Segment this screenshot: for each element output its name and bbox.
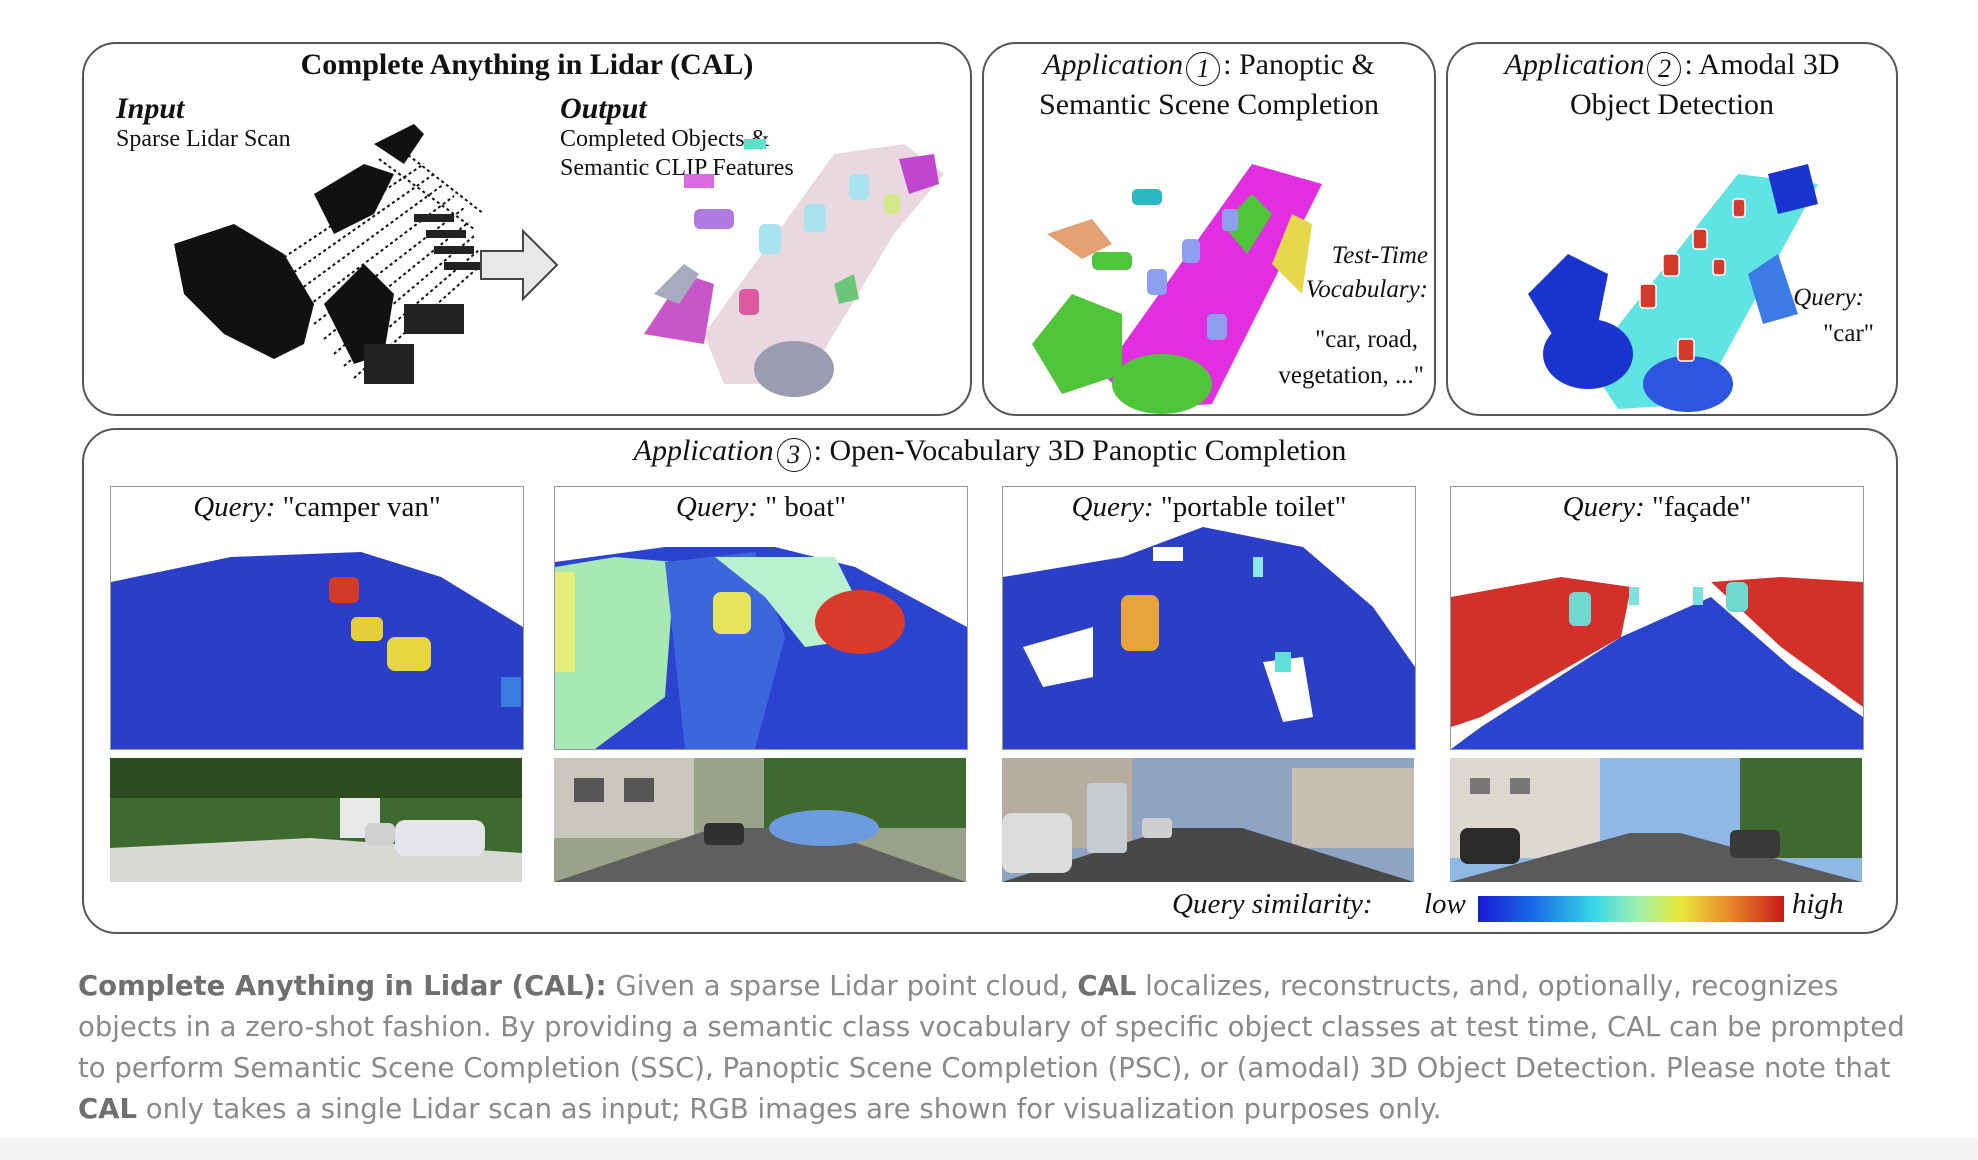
query-value-portable-toilet: "portable toilet" bbox=[1160, 491, 1347, 523]
query-render-camper-van: Query: "camper van" bbox=[110, 486, 524, 750]
app1-vocab-heading-2: Vocabulary: bbox=[1305, 276, 1428, 303]
output-desc-1: Completed Objects & bbox=[560, 126, 770, 152]
query-prefix: Query: bbox=[675, 491, 759, 523]
app1-title-line2: Semantic Scene Completion bbox=[1039, 88, 1379, 121]
caption-text-1: Given a sparse Lidar point cloud, bbox=[606, 970, 1078, 1002]
caption-text-2: localizes, reconstructs, and, optionally… bbox=[78, 970, 1905, 1084]
completed-objects-image bbox=[644, 139, 944, 397]
app2-title-line2: Object Detection bbox=[1569, 88, 1775, 121]
input-desc: Sparse Lidar Scan bbox=[116, 126, 291, 152]
cal-panel: Complete Anything in Lidar (CAL) Input S… bbox=[82, 42, 972, 416]
app2-prefix: Application bbox=[1504, 48, 1645, 81]
query-label-boat: Query: " boat" bbox=[555, 491, 967, 524]
app3-prefix: Application bbox=[633, 434, 774, 467]
app3-number-badge: 3 bbox=[776, 438, 811, 472]
output-heading: Output bbox=[560, 92, 647, 125]
rgb-image-camper-van bbox=[110, 758, 522, 882]
query-prefix: Query: bbox=[1071, 491, 1154, 523]
caption-text-3: only takes a single Lidar scan as input;… bbox=[137, 1093, 1442, 1125]
query-render-boat: Query: " boat" bbox=[554, 486, 968, 750]
app1-prefix: Application bbox=[1043, 48, 1184, 81]
input-heading: Input bbox=[116, 92, 185, 125]
query-render-facade: Query: "façade" bbox=[1450, 486, 1864, 750]
rgb-image-facade bbox=[1450, 758, 1862, 882]
app3-title: : Open-Vocabulary 3D Panoptic Completion bbox=[813, 434, 1347, 467]
app1-vocab-list-2: vegetation, ..." bbox=[1278, 362, 1424, 389]
app2-query-heading: Query: bbox=[1793, 284, 1864, 311]
query-label-camper-van: Query: "camper van" bbox=[111, 491, 523, 524]
app1-vocab-heading-1: Test-Time bbox=[1331, 242, 1428, 269]
caption-bold-1: Complete Anything in Lidar (CAL): bbox=[78, 970, 607, 1002]
caption-bold-2: CAL bbox=[1077, 970, 1137, 1002]
caption-bold-3: CAL bbox=[78, 1093, 137, 1125]
query-label-portable-toilet: Query: "portable toilet" bbox=[1003, 491, 1415, 524]
output-desc-2: Semantic CLIP Features bbox=[560, 155, 794, 181]
query-value-facade: "façade" bbox=[1652, 491, 1752, 523]
rgb-image-boat bbox=[554, 758, 966, 882]
query-value-camper-van: "camper van" bbox=[282, 491, 441, 523]
app2-query-value: "car" bbox=[1823, 320, 1874, 347]
figure-caption: Complete Anything in Lidar (CAL): Given … bbox=[78, 966, 1908, 1130]
app1-title-1: : Panoptic & bbox=[1223, 48, 1375, 81]
app1-number-badge: 1 bbox=[1186, 52, 1221, 86]
similarity-low-label: low bbox=[1424, 888, 1466, 920]
cal-title: Complete Anything in Lidar (CAL) bbox=[300, 48, 754, 81]
query-label-facade: Query: "façade" bbox=[1451, 491, 1863, 524]
query-prefix: Query: bbox=[193, 491, 276, 523]
similarity-label: Query similarity: bbox=[1172, 888, 1373, 920]
app1-vocab-list-1: "car, road, bbox=[1315, 326, 1418, 353]
query-value-boat: " boat" bbox=[765, 491, 847, 523]
app2-number-badge: 2 bbox=[1647, 52, 1682, 86]
similarity-high-label: high bbox=[1792, 888, 1844, 920]
similarity-colorbar bbox=[1478, 896, 1784, 922]
arrow-right-icon bbox=[480, 229, 559, 301]
rgb-image-portable-toilet bbox=[1002, 758, 1414, 882]
footer-strip bbox=[0, 1138, 1978, 1160]
amodal-detection-image bbox=[1528, 164, 1818, 412]
query-prefix: Query: bbox=[1562, 491, 1645, 523]
app2-title-1: : Amodal 3D bbox=[1684, 48, 1840, 81]
sparse-lidar-scan-image bbox=[174, 124, 485, 384]
query-render-portable-toilet: Query: "portable toilet" bbox=[1002, 486, 1416, 750]
panoptic-completion-image bbox=[1032, 164, 1322, 414]
